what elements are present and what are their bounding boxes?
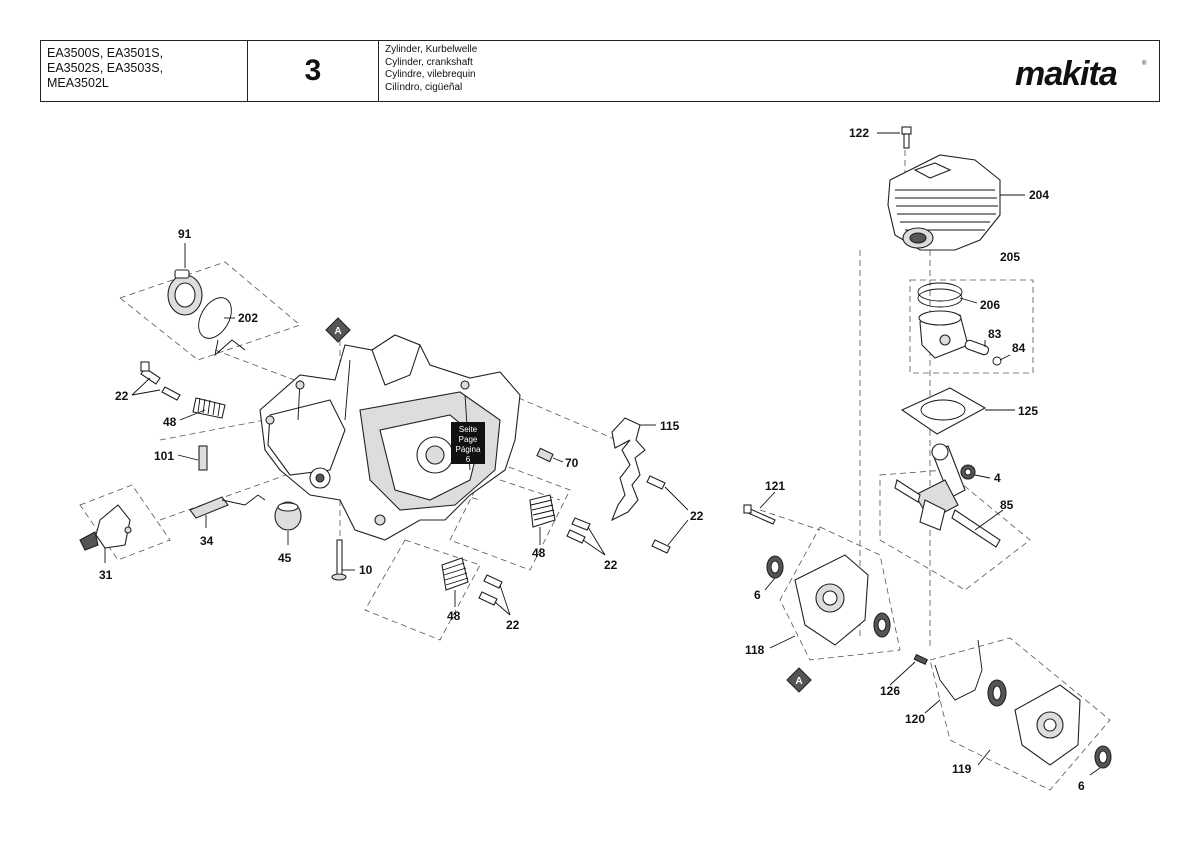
- part-22-screws-left: [140, 361, 181, 401]
- label-204: 204: [1029, 188, 1049, 202]
- part-6-seal-left: [766, 555, 784, 579]
- part-bearing-right: [987, 679, 1007, 707]
- part-121-bolt: [743, 504, 776, 525]
- part-206-ring: [917, 282, 963, 302]
- crankcase-housing: [259, 334, 521, 541]
- label-126: 126: [880, 684, 900, 698]
- part-wire-clip: [214, 339, 246, 357]
- part-84-clip: [992, 356, 1002, 366]
- model-line: MEA3502L: [47, 76, 109, 90]
- part-10-bolt: [331, 539, 347, 581]
- title-es: Cilíndro, cigüeñal: [385, 81, 463, 93]
- label-119: 119: [952, 762, 972, 776]
- label-70: 70: [565, 456, 579, 470]
- model-line: EA3502S, EA3503S,: [47, 61, 164, 75]
- marker-a-top: A: [325, 317, 351, 343]
- part-115-chain-catcher: [610, 417, 646, 522]
- label-83: 83: [988, 327, 1002, 341]
- part-48-springs: [441, 494, 556, 591]
- part-120-gasket: [934, 639, 983, 701]
- part-31-trigger: [79, 504, 132, 551]
- page-reference-box: Seite Page Página 6: [451, 422, 485, 464]
- label-122: 122: [849, 126, 869, 140]
- label-34: 34: [200, 534, 214, 548]
- part-70: [536, 447, 554, 463]
- label-120: 120: [905, 712, 925, 726]
- page-number: 3: [248, 41, 379, 101]
- section-titles: Zylinder, Kurbelwelle Cylinder, cranksha…: [379, 41, 679, 101]
- part-34-lever: [189, 494, 266, 519]
- label-6-b: 6: [1078, 779, 1085, 793]
- label-205: 205: [1000, 250, 1020, 264]
- svg-text:A: A: [334, 326, 341, 337]
- label-121: 121: [765, 479, 785, 493]
- label-202: 202: [238, 311, 258, 325]
- label-31: 31: [99, 568, 113, 582]
- box-205: [909, 279, 1034, 374]
- label-6: 6: [754, 588, 761, 602]
- part-101-pad: [198, 445, 208, 471]
- label-22: 22: [115, 389, 129, 403]
- label-48-c: 48: [447, 609, 461, 623]
- label-22-c: 22: [604, 558, 618, 572]
- label-84: 84: [1012, 341, 1026, 355]
- part-6-seal-right: [1094, 745, 1112, 769]
- part-122-screw: [901, 126, 912, 149]
- label-115: 115: [660, 419, 680, 433]
- label-85: 85: [1000, 498, 1014, 512]
- title-block: EA3500S, EA3501S, EA3502S, EA3503S, MEA3…: [40, 40, 1160, 102]
- brand-wordmark: makita: [1015, 55, 1117, 91]
- part-labels: 91 202 22 48 101 34 45 31 10 70 115 22 4…: [99, 126, 1085, 793]
- label-101: 101: [154, 449, 174, 463]
- title-de: Zylinder, Kurbelwelle: [385, 44, 478, 55]
- part-4-bearing: [960, 464, 976, 480]
- svg-text:6: 6: [466, 455, 471, 464]
- label-118: 118: [745, 643, 765, 657]
- part-126-pin: [913, 653, 929, 665]
- label-22-d: 22: [506, 618, 520, 632]
- part-48-spring-left: [192, 397, 226, 419]
- part-204-cylinder: [887, 154, 1001, 251]
- label-48: 48: [163, 415, 177, 429]
- label-22-b: 22: [690, 509, 704, 523]
- model-line: EA3500S, EA3501S,: [47, 46, 164, 60]
- svg-text:A: A: [795, 676, 802, 687]
- leader-lines: [104, 132, 1101, 776]
- part-202-o-ring: [198, 297, 232, 339]
- label-91: 91: [178, 227, 192, 241]
- title-en: Cylinder, crankshaft: [385, 56, 473, 68]
- part-45-primer: [274, 501, 302, 531]
- label-48-b: 48: [532, 546, 546, 560]
- part-piston: [918, 310, 969, 359]
- part-125-gasket: [900, 387, 987, 435]
- svg-text:Page: Page: [459, 435, 478, 444]
- part-85-crankshaft: [894, 443, 1001, 548]
- title-fr: Cylindre, vilebrequin: [385, 69, 476, 80]
- label-125: 125: [1018, 404, 1038, 418]
- model-list: EA3500S, EA3501S, EA3502S, EA3503S, MEA3…: [41, 41, 248, 101]
- part-22-screws-mid: [478, 475, 671, 606]
- part-118-crankcase: [794, 554, 891, 646]
- svg-text:Página: Página: [456, 445, 481, 454]
- part-83-pin: [964, 339, 990, 356]
- label-45: 45: [278, 551, 292, 565]
- marker-a-bottom: A: [786, 667, 812, 693]
- label-206: 206: [980, 298, 1000, 312]
- svg-text:®: ®: [1142, 60, 1147, 67]
- part-119-crankcase: [1014, 684, 1081, 766]
- label-10: 10: [359, 563, 373, 577]
- part-91-oil-pump: [167, 269, 203, 316]
- label-4: 4: [994, 471, 1001, 485]
- makita-logo: makita ®: [1015, 55, 1147, 91]
- svg-text:Seite: Seite: [459, 425, 478, 434]
